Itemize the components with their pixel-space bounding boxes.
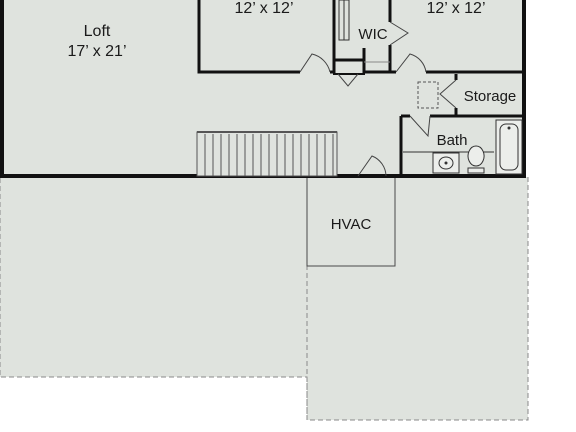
wic-label: WIC — [358, 26, 387, 43]
wic-door — [389, 21, 409, 46]
loft-label: Loft — [84, 23, 111, 40]
bedroom-left-door — [299, 53, 331, 73]
bedroom-right-door — [395, 53, 427, 73]
bedroom-right-size: 12’ x 12’ — [427, 0, 486, 17]
bedroom-left-size: 12’ x 12’ — [235, 0, 294, 17]
loft-size: 17’ x 21’ — [68, 43, 127, 60]
unfinished-area — [0, 176, 529, 421]
sink-drain — [444, 161, 448, 165]
hvac-room — [306, 176, 396, 267]
bath-label: Bath — [437, 132, 468, 149]
storage-label: Storage — [464, 88, 517, 105]
bathtub-inner — [499, 123, 519, 171]
hall-door — [357, 155, 387, 177]
sink — [438, 156, 454, 170]
toilet — [467, 145, 485, 174]
bath-walls — [399, 114, 456, 176]
closet-door — [337, 73, 359, 87]
hvac-label: HVAC — [331, 216, 372, 233]
staircase — [196, 131, 338, 177]
attic-access — [417, 81, 439, 109]
storage-door — [439, 79, 457, 109]
bath-door — [409, 115, 431, 138]
bathtub-drain — [507, 126, 511, 130]
